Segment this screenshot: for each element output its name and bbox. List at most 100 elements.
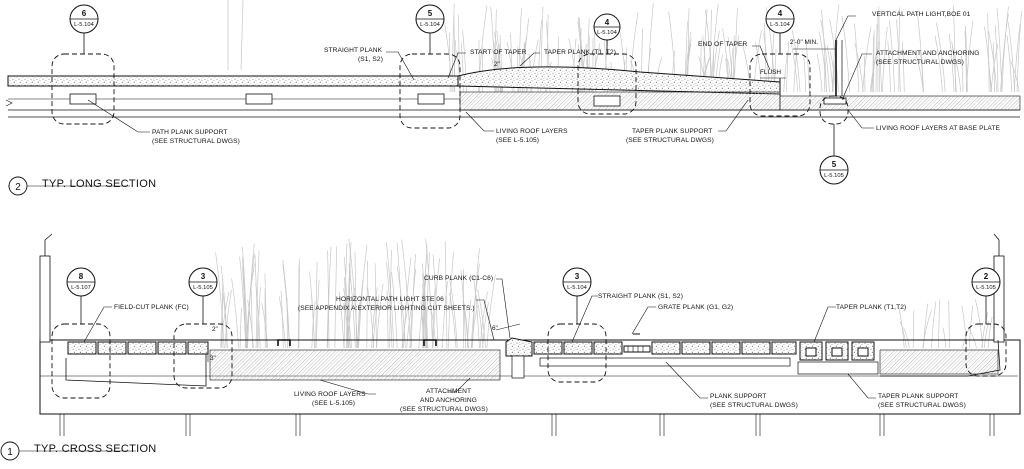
grass-blade [803, 56, 807, 93]
grass-blade [403, 257, 412, 349]
grass-blade [829, 19, 839, 93]
grass-blade [449, 277, 458, 349]
long-label-taper-plank: TAPER PLANK (T1, T2) [544, 49, 616, 56]
cross-label-taper-plank-support-sub: (SEE STRUCTURAL DWGS) [878, 402, 966, 409]
long-dim-2in: 2" [494, 61, 500, 68]
long-section-structure [5, 0, 1021, 118]
long-label-living-roof: LIVING ROOF LAYERS [496, 128, 568, 135]
grass-blade [486, 274, 496, 349]
long-dim-2ft-min: 2'-0" MIN. [790, 39, 818, 46]
grass-blade [820, 19, 830, 93]
cross-label-living-roof-sub: (SEE L-5.105) [312, 400, 355, 407]
grass-blade [280, 290, 284, 349]
svg-text:5: 5 [428, 9, 433, 18]
cross-label-horizontal-light-sub: (SEE APPENDIX A:EXTERIOR LIGHTING CUT SH… [298, 305, 475, 312]
grass-blade [948, 33, 955, 93]
grass-blade [343, 242, 348, 349]
grass-blade [832, 40, 838, 93]
cross-section-grass [215, 238, 993, 349]
svg-text:L-5.104: L-5.104 [567, 285, 587, 291]
long-label-living-roof-sub: (SEE L-5.105) [496, 137, 539, 144]
cross-dim-2in: 2" [212, 326, 218, 333]
grass-blade [406, 298, 414, 349]
grass-blade [449, 292, 457, 349]
grass-blade [882, 26, 888, 93]
cross-bubble-3b: 3 L-5.104 [562, 267, 592, 324]
long-bubble-6: 6 L-5.104 [69, 4, 99, 54]
grass-blade [261, 303, 269, 349]
grass-blade [873, 30, 875, 93]
grass-blade [791, 29, 801, 93]
grass-blade [462, 296, 469, 349]
grass-blade [242, 256, 247, 349]
grass-blade [793, 37, 799, 93]
grass-blade [472, 248, 480, 349]
grass-blade [257, 287, 261, 349]
grass-blade [254, 255, 259, 349]
svg-text:3: 3 [575, 272, 580, 281]
long-label-path-plank-support-sub: (SEE STRUCTURAL DWGS) [152, 138, 240, 145]
grass-blade [366, 260, 368, 349]
cross-label-attachment: ATTACHMENT [426, 388, 471, 395]
grass-blade [264, 273, 267, 349]
grass-blade [297, 264, 300, 349]
cross-label-plank-support-sub: (SEE STRUCTURAL DWGS) [710, 402, 798, 409]
grass-blade [376, 284, 384, 349]
grass-blade [948, 301, 950, 349]
cross-label-living-roof: LIVING ROOF LAYERS [294, 391, 366, 398]
svg-text:L-5.104: L-5.104 [770, 22, 790, 28]
grass-blade [343, 288, 353, 349]
grass-blade [1010, 60, 1020, 93]
grass-blade [222, 293, 228, 349]
cross-section-detail-boxes [51, 323, 1007, 399]
grass-blade [327, 288, 330, 349]
cross-label-taper-plank: TAPER PLANK (T1,T2) [836, 304, 906, 311]
cross-section-structure [39, 233, 1021, 436]
grass-blade [805, 39, 810, 93]
cross-label-attachment-sub1: AND ANCHORING [420, 397, 477, 404]
grass-blade [432, 254, 439, 349]
grass-blade [783, 54, 788, 93]
long-label-taper-plank-support: TAPER PLANK SUPPORT [632, 128, 712, 135]
svg-text:4: 4 [778, 9, 783, 18]
svg-text:L-5.105: L-5.105 [824, 173, 844, 179]
grass-blade [987, 13, 990, 93]
long-dim-flush: FLUSH [760, 69, 781, 76]
cross-bubble-3a: 3 L-5.105 [188, 267, 218, 324]
grass-blade [220, 265, 228, 349]
grass-blade [477, 289, 486, 349]
svg-text:L-5.104: L-5.104 [597, 30, 617, 36]
grass-blade [422, 293, 426, 349]
svg-text:5: 5 [832, 160, 837, 169]
cross-dim-6in: 6" [492, 325, 498, 332]
grass-blade [878, 6, 881, 93]
cross-label-grate-plank: GRATE PLANK (G1, G2) [658, 304, 733, 311]
grass-blade [282, 259, 291, 349]
grass-blade [938, 299, 941, 349]
grass-blade [354, 252, 357, 349]
grass-blade [239, 307, 242, 349]
long-label-straight-plank: STRAIGHT PLANK [324, 47, 383, 54]
grass-blade [841, 16, 850, 93]
grass-blade [348, 250, 351, 349]
long-label-straight-plank-sub: (S1, S2) [358, 56, 383, 63]
grass-blade [951, 41, 957, 93]
grass-blade [220, 292, 230, 349]
long-label-taper-plank-support-sub: (SEE STRUCTURAL DWGS) [626, 137, 714, 144]
grass-blade [327, 250, 330, 349]
grass-blade [899, 321, 907, 349]
svg-text:L-5.105: L-5.105 [193, 285, 213, 291]
grass-blade [372, 295, 380, 349]
grass-blade [854, 23, 860, 93]
grass-blade [386, 262, 393, 349]
grass-blade [816, 53, 823, 93]
grass-blade [432, 258, 440, 349]
grass-blade [1016, 11, 1022, 93]
grass-blade [901, 41, 905, 93]
grass-blade [935, 22, 946, 93]
grass-blade [431, 288, 436, 349]
grass-blade [386, 290, 389, 349]
grass-blade [875, 23, 878, 93]
long-bubble-5: 5 L-5.104 [415, 4, 445, 54]
grass-blade [988, 31, 998, 93]
